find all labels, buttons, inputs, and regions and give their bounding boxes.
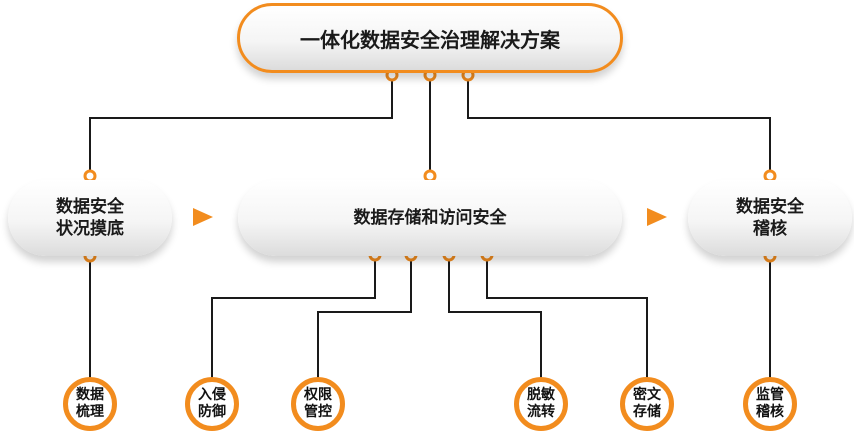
stage-storage-access: 数据存储和访问安全: [238, 180, 622, 256]
leaf-supervision-audit-label: 监管 稽核: [756, 387, 784, 420]
root-title: 一体化数据安全治理解决方案: [300, 27, 560, 52]
leaf-supervision-audit: 监管 稽核: [743, 377, 797, 431]
leaf-encrypted-storage: 密文 存储: [620, 377, 674, 431]
leaf-intrusion-defense: 入侵 防御: [185, 377, 239, 431]
leaf-data-sorting: 数据 梳理: [63, 377, 117, 431]
leaf-intrusion-defense-label: 入侵 防御: [198, 387, 226, 420]
stage-status-survey: 数据安全 状况摸底: [8, 180, 172, 256]
stage-audit: 数据安全 稽核: [688, 180, 852, 256]
root-node: 一体化数据安全治理解决方案: [237, 3, 623, 73]
stage-status-survey-label: 数据安全 状况摸底: [56, 197, 124, 239]
leaf-desensitization: 脱敏 流转: [514, 377, 568, 431]
stage-audit-label: 数据安全 稽核: [736, 197, 804, 239]
arrow-right-icon: [193, 208, 213, 226]
leaf-permission-control-label: 权限 管控: [304, 387, 332, 420]
arrow-right-icon: [647, 208, 667, 226]
leaf-desensitization-label: 脱敏 流转: [527, 387, 555, 420]
stage-storage-access-label: 数据存储和访问安全: [353, 208, 507, 228]
leaf-encrypted-storage-label: 密文 存储: [633, 387, 661, 420]
leaf-data-sorting-label: 数据 梳理: [76, 387, 104, 420]
leaf-permission-control: 权限 管控: [291, 377, 345, 431]
